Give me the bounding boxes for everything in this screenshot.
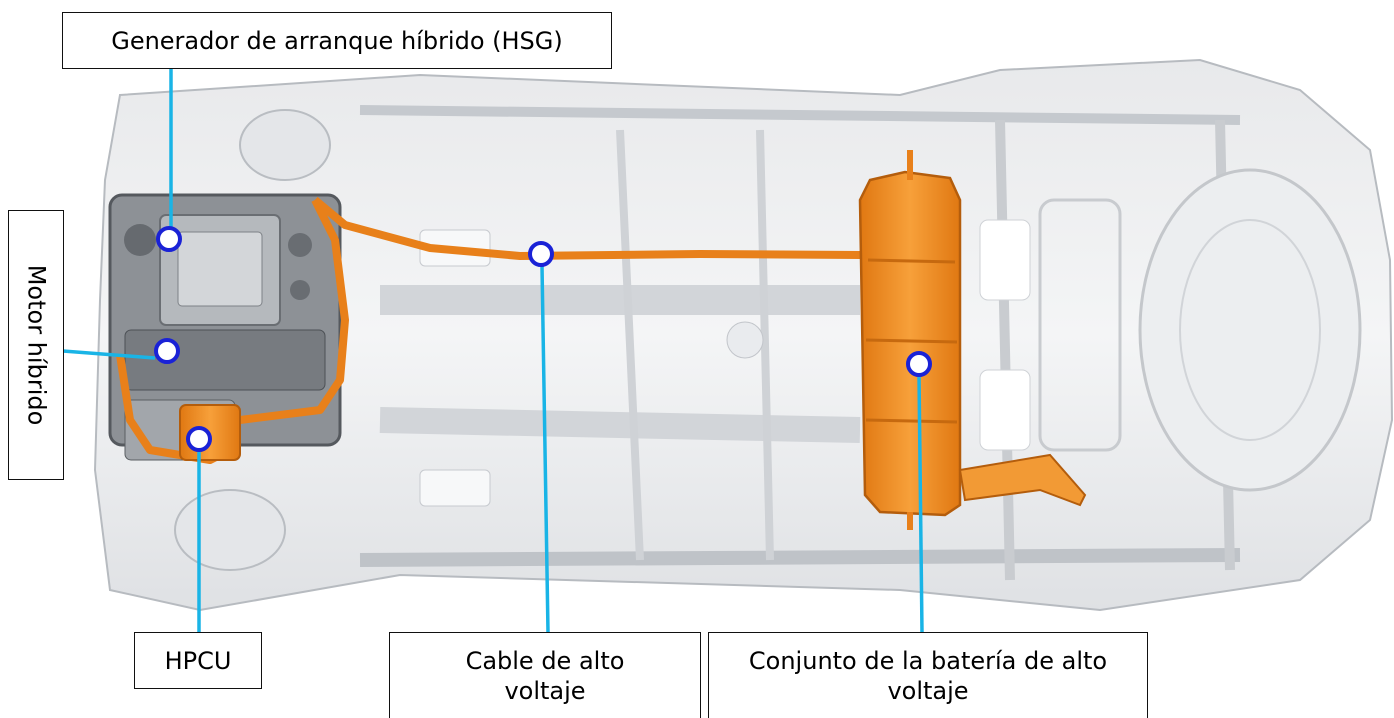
label-cable: Cable de alto voltaje — [389, 632, 701, 718]
label-cable-line1: Cable de alto — [465, 646, 625, 675]
leader-cable — [540, 265, 550, 633]
label-hsg: Generador de arranque híbrido (HSG) — [62, 12, 612, 69]
marker-battery — [906, 351, 932, 377]
label-battery: Conjunto de la batería de alto voltaje — [708, 632, 1148, 718]
label-battery-line1: Conjunto de la batería de alto — [748, 646, 1108, 675]
label-hpcu-text: HPCU — [164, 646, 232, 675]
label-motor: Motor híbrido — [8, 210, 64, 480]
marker-motor — [154, 338, 180, 364]
marker-hpcu — [186, 426, 212, 452]
label-motor-text: Motor híbrido — [22, 264, 51, 426]
label-hpcu: HPCU — [134, 632, 262, 689]
leader-lines — [62, 68, 924, 633]
leader-motor — [62, 349, 156, 360]
marker-cable — [528, 241, 554, 267]
marker-hsg — [156, 226, 182, 252]
label-hsg-text: Generador de arranque híbrido (HSG) — [111, 26, 563, 55]
label-cable-line2: voltaje — [504, 676, 586, 705]
callout-markers — [154, 226, 932, 452]
leader-battery — [917, 374, 924, 633]
chassis-body — [93, 58, 1394, 612]
high-voltage-components — [116, 150, 1087, 530]
label-battery-line2: voltaje — [887, 676, 969, 705]
